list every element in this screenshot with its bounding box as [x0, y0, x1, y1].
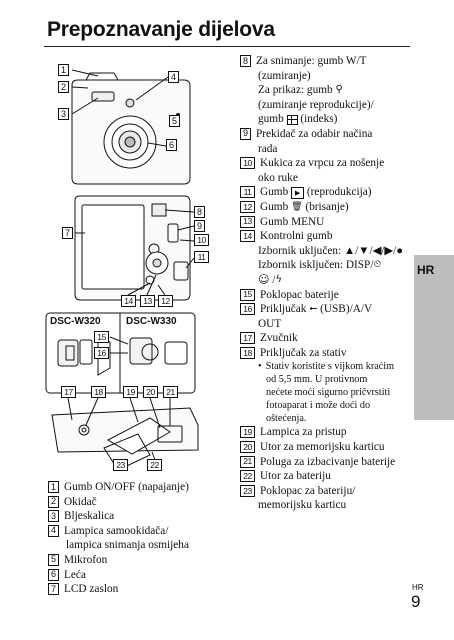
page-lang-code: HR: [412, 583, 424, 592]
model-label-w330: DSC-W330: [124, 316, 179, 327]
callout-16: 16: [94, 347, 109, 359]
trash-icon: 🗑: [291, 201, 303, 212]
callout-3: 3: [58, 108, 69, 120]
index-grid-icon: [286, 115, 298, 126]
callout-21: 21: [163, 386, 178, 398]
language-side-tab: HR: [414, 255, 454, 420]
timer-icon: ⏲: [373, 259, 382, 271]
callout-9: 9: [194, 220, 205, 232]
model-label-w320: DSC-W320: [48, 316, 103, 327]
callout-2: 2: [58, 81, 69, 93]
page-number: 9: [411, 592, 421, 611]
callout-11: 11: [194, 251, 209, 263]
callout-20: 20: [143, 386, 158, 398]
callout-13: 13: [140, 295, 155, 307]
callout-10: 10: [194, 234, 209, 246]
title-rule: [44, 46, 410, 47]
callout-17: 17: [61, 386, 76, 398]
smile-icon: ☺: [258, 272, 270, 286]
callout-19: 19: [123, 386, 138, 398]
callout-5: 5: [169, 115, 180, 127]
callout-4: 4: [168, 71, 179, 83]
play-icon: ▶: [291, 187, 305, 200]
tripod-note: •Stativ koristite s vijkom kraćim: [258, 361, 395, 373]
page-title: Prepoznavanje dijelova: [47, 18, 275, 41]
callout-15: 15: [94, 331, 109, 343]
callout-7: 7: [62, 227, 73, 239]
callout-6: 6: [166, 139, 177, 151]
search-zoom-icon: ⚲: [335, 84, 343, 96]
callout-14: 14: [121, 295, 136, 307]
usb-icon: ⭠: [309, 303, 318, 315]
legend-item-continued: lampica snimanja osmijeha: [66, 539, 189, 552]
callout-18: 18: [91, 386, 106, 398]
callout-23: 23: [113, 459, 128, 471]
callout-22: 22: [147, 459, 162, 471]
callout-8: 8: [194, 206, 205, 218]
callout-1: 1: [58, 64, 69, 76]
flash-icon: ϟ: [275, 273, 283, 285]
callout-12: 12: [158, 295, 173, 307]
